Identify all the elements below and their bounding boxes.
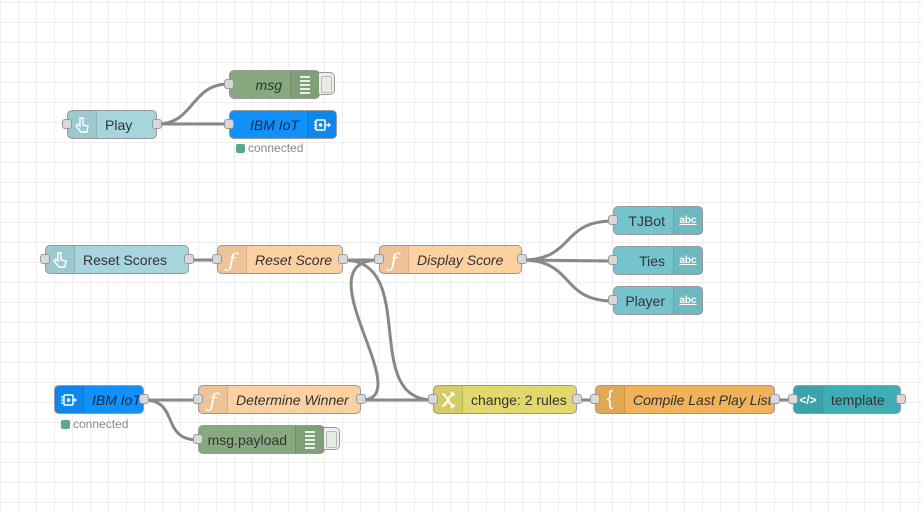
- node-label: msg: [255, 76, 282, 93]
- output-port[interactable]: [356, 394, 366, 404]
- wire-ibmiot-msgpayload[interactable]: [143, 398, 199, 442]
- brace-glyph: {: [606, 388, 614, 410]
- node-template[interactable]: </> template: [788, 385, 906, 414]
- node-play[interactable]: Play: [62, 110, 162, 139]
- list-lines-icon: [290, 71, 319, 98]
- status-dot-icon: [61, 419, 70, 429]
- input-port[interactable]: [788, 394, 798, 404]
- node-compile-last-play-list[interactable]: { Compile Last Play List: [590, 385, 780, 414]
- node-status: connected: [236, 141, 303, 155]
- debug-toggle-button[interactable]: [319, 72, 335, 95]
- function-glyph: ƒ: [390, 247, 398, 272]
- hand-pointer-icon: [68, 111, 97, 138]
- input-port[interactable]: [40, 254, 50, 264]
- status-text: connected: [248, 141, 304, 155]
- brace-icon: {: [596, 386, 625, 413]
- node-label: Compile Last Play List: [633, 391, 772, 408]
- output-port[interactable]: [572, 394, 582, 404]
- function-icon: ƒ: [380, 246, 409, 273]
- node-status: connected: [61, 417, 128, 431]
- node-ties[interactable]: Ties abc: [608, 246, 703, 275]
- input-port[interactable]: [608, 295, 618, 305]
- abc-icon: abc: [673, 207, 702, 234]
- node-determine-winner[interactable]: ƒ Determine Winner: [193, 385, 366, 414]
- code-glyph: </>: [799, 392, 817, 407]
- node-label: IBM IoT: [92, 391, 142, 408]
- input-port[interactable]: [62, 119, 72, 129]
- node-tjbot[interactable]: TJBot abc: [608, 206, 703, 235]
- abc-icon: abc: [673, 287, 702, 314]
- chip-in-icon: [55, 386, 84, 413]
- input-port[interactable]: [224, 79, 234, 89]
- output-port[interactable]: [338, 254, 348, 264]
- status-dot-icon: [236, 143, 245, 153]
- output-port[interactable]: [517, 254, 527, 264]
- node-ibm-iot-out[interactable]: IBM IoT: [224, 110, 337, 139]
- output-port[interactable]: [184, 254, 194, 264]
- code-icon: </>: [794, 386, 823, 413]
- abc-glyph: abc: [679, 295, 697, 306]
- wire-displayscore-player[interactable]: [521, 258, 614, 303]
- function-icon: ƒ: [199, 386, 228, 413]
- node-label: msg.payload: [207, 431, 287, 448]
- input-port[interactable]: [212, 254, 222, 264]
- status-text: connected: [73, 417, 129, 431]
- node-label: Determine Winner: [236, 391, 349, 408]
- node-label: Ties: [639, 252, 665, 269]
- shuffle-icon: [434, 386, 463, 413]
- debug-toggle-button[interactable]: [324, 427, 340, 450]
- node-label: TJBot: [628, 212, 665, 229]
- chip-out-icon: [307, 111, 336, 138]
- input-port[interactable]: [608, 255, 618, 265]
- input-port[interactable]: [193, 434, 203, 444]
- node-label: Display Score: [417, 251, 504, 268]
- output-port[interactable]: [770, 394, 780, 404]
- node-label: change: 2 rules: [471, 391, 567, 408]
- node-reset-scores[interactable]: Reset Scores: [40, 245, 194, 274]
- output-port[interactable]: [139, 394, 149, 404]
- node-label: Play: [105, 116, 133, 133]
- function-glyph: ƒ: [209, 387, 217, 412]
- node-msg-debug[interactable]: msg: [224, 70, 320, 99]
- node-label: template: [831, 391, 885, 408]
- hand-pointer-icon: [46, 246, 75, 273]
- wire-play-msg[interactable]: [156, 82, 230, 126]
- node-change[interactable]: change: 2 rules: [428, 385, 582, 414]
- abc-icon: abc: [673, 247, 702, 274]
- input-port[interactable]: [224, 119, 234, 129]
- node-player[interactable]: Player abc: [608, 286, 703, 315]
- abc-glyph: abc: [679, 255, 697, 266]
- wire-resetscore-change[interactable]: [342, 258, 434, 402]
- input-port[interactable]: [608, 215, 618, 225]
- input-port[interactable]: [374, 254, 384, 264]
- node-display-score[interactable]: ƒ Display Score: [374, 245, 527, 274]
- wire-displayscore-tjbot[interactable]: [521, 219, 614, 262]
- function-glyph: ƒ: [228, 247, 236, 272]
- node-ibm-iot-in[interactable]: IBM IoT: [54, 385, 149, 414]
- node-label: Player: [625, 292, 665, 309]
- output-port[interactable]: [152, 119, 162, 129]
- node-msg-payload-debug[interactable]: msg.payload: [193, 425, 325, 454]
- input-port[interactable]: [193, 394, 203, 404]
- output-port[interactable]: [896, 394, 906, 404]
- function-icon: ƒ: [218, 246, 247, 273]
- input-port[interactable]: [428, 394, 438, 404]
- node-label: IBM IoT: [249, 116, 299, 133]
- node-label: Reset Scores: [83, 251, 168, 268]
- node-label: Reset Score: [255, 251, 333, 268]
- wire-determinewinner-displayscore[interactable]: [349, 258, 380, 402]
- node-reset-score[interactable]: ƒ Reset Score: [212, 245, 348, 274]
- input-port[interactable]: [590, 394, 600, 404]
- abc-glyph: abc: [679, 215, 697, 226]
- list-lines-icon: [295, 426, 324, 453]
